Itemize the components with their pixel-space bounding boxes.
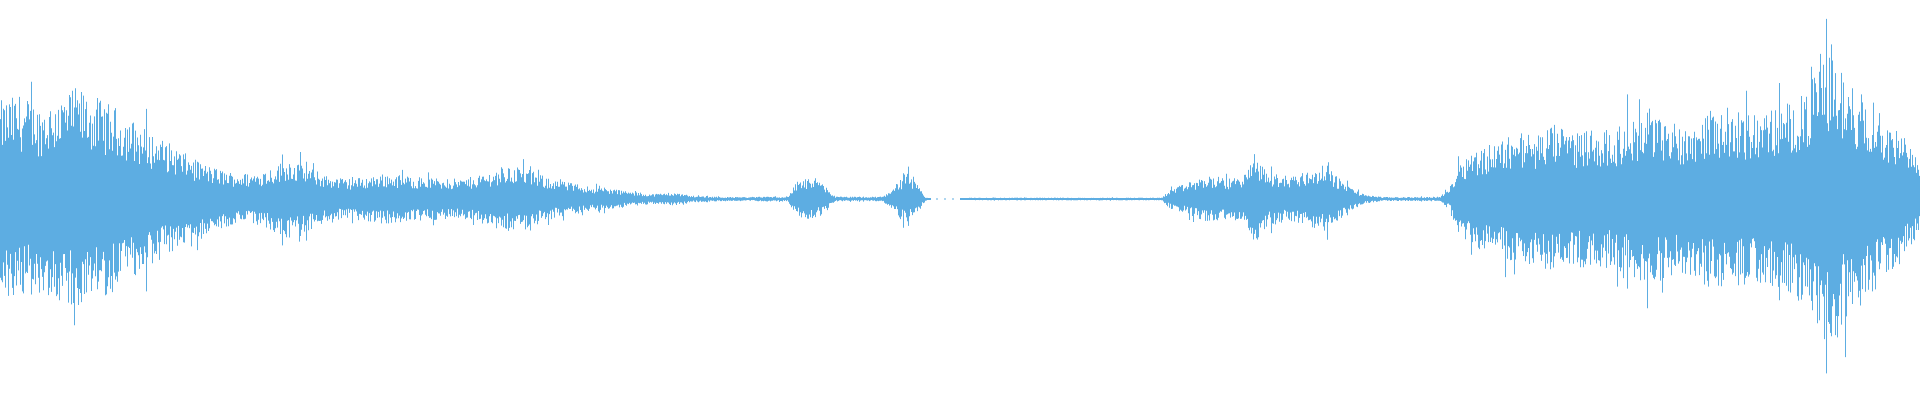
waveform-peaks	[0, 18, 1920, 374]
